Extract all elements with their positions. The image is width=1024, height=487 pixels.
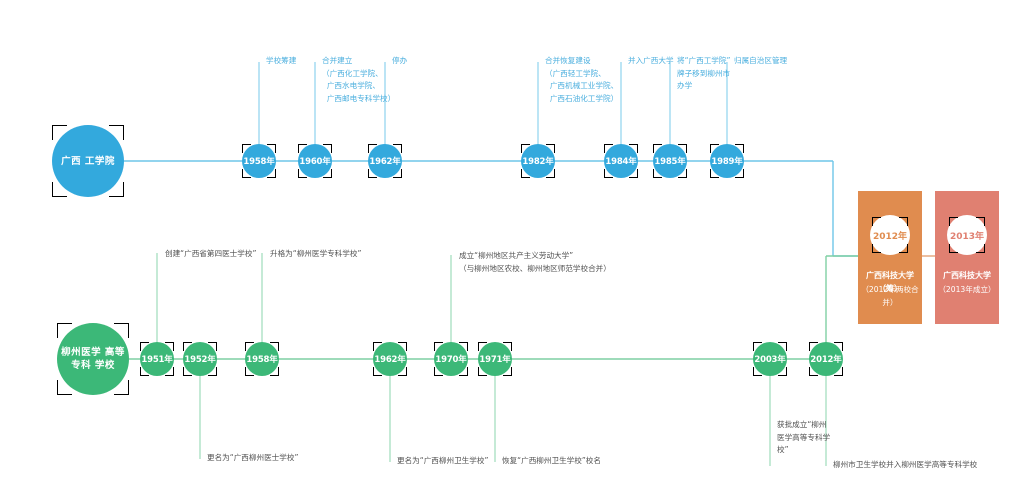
year-node-1970[interactable]: 1970年 [434,342,468,376]
year-bracket [604,144,638,178]
year-node-2012-green[interactable]: 2012年 [809,342,843,376]
year-bracket [809,342,843,376]
year-node-1984[interactable]: 1984年 [604,144,638,178]
root-bracket-green [57,323,129,395]
root-node-label: 柳州医学 高等专科 学校 [61,347,125,371]
result-title: 广西科技大学 [943,271,991,280]
event-label-2012-green: 柳州市卫生学校并入柳州医学高等专科学校 [833,460,978,469]
result-year-circle-2013: 2013年 [947,215,987,255]
event-label-1962-green: 更名为“广西柳州卫生学校” [397,456,489,465]
result-box-guangxi-university-of-science-and-technology-prep[interactable]: 2012年 广西科技大学（筹） （2012年两校合并） [858,191,922,324]
year-bracket [183,342,217,376]
event-label-1962-blue: 停办 [392,56,408,65]
event-label-1960: 合并建立 （广西化工学院、 广西水电学院、 广西邮电专科学校） [322,56,396,103]
result-subtitle: （2013年成立） [938,285,996,294]
event-label-1958-blue: 学校筹建 [266,56,297,65]
year-node-1985[interactable]: 1985年 [653,144,687,178]
year-bracket [434,342,468,376]
year-bracket [245,342,279,376]
event-label-1985: 将“广西工学院” 牌子移到柳州市 办学 [677,56,731,90]
event-label-1982: 合并恢复建设 （广西轻工学院、 广西机械工业学院、 广西石油化工学院） [545,56,619,103]
result-title: 广西科技大学（筹） [866,271,914,293]
event-label-1952: 升格为“柳州医学专科学校” [270,249,362,258]
root-node-label: 广西 工学院 [61,155,115,167]
root-node-guangxi-institute-of-technology[interactable]: 广西 工学院 [52,125,124,197]
root-node-liuzhou-medical-college[interactable]: 柳州医学 高等专科 学校 [57,323,129,395]
result-circle-bracket [949,217,985,253]
event-label-1970: 成立“柳州地区共产主义劳动大学” （与柳州地区农校、柳州地区师范学校合并） [459,251,611,273]
year-bracket [368,144,402,178]
result-box-guangxi-university-of-science-and-technology[interactable]: 2013年 广西科技大学 （2013年成立） [935,191,999,324]
year-node-2003[interactable]: 2003年 [753,342,787,376]
year-node-1952[interactable]: 1952年 [183,342,217,376]
year-bracket [373,342,407,376]
year-node-1951[interactable]: 1951年 [140,342,174,376]
result-subtitle: （2012年两校合并） [861,285,919,307]
event-label-1984: 并入广西大学 [628,56,674,65]
event-label-1989: 归属自治区管理 [734,56,788,65]
year-node-1971[interactable]: 1971年 [478,342,512,376]
year-node-1958-green[interactable]: 1958年 [245,342,279,376]
year-bracket [753,342,787,376]
result-circle-bracket [872,217,908,253]
event-label-2003: 获批成立“柳州 医学高等专科学 校” [777,420,831,454]
event-label-1951: 创建“广西省第四医士学校” [165,249,257,258]
event-label-1971: 恢复“广西柳州卫生学校”校名 [502,456,601,465]
year-bracket [478,342,512,376]
year-node-1989[interactable]: 1989年 [710,144,744,178]
year-node-1982[interactable]: 1982年 [521,144,555,178]
year-bracket [298,144,332,178]
year-node-1962-blue[interactable]: 1962年 [368,144,402,178]
year-node-1962-green[interactable]: 1962年 [373,342,407,376]
root-bracket-blue [52,125,124,197]
result-year-circle-2012: 2012年 [870,215,910,255]
year-bracket [242,144,276,178]
year-bracket [521,144,555,178]
year-bracket [710,144,744,178]
event-label-1958-green: 更名为“广西柳州医士学校” [207,453,299,462]
year-node-1958-blue[interactable]: 1958年 [242,144,276,178]
year-bracket [653,144,687,178]
year-bracket [140,342,174,376]
year-node-1960[interactable]: 1960年 [298,144,332,178]
